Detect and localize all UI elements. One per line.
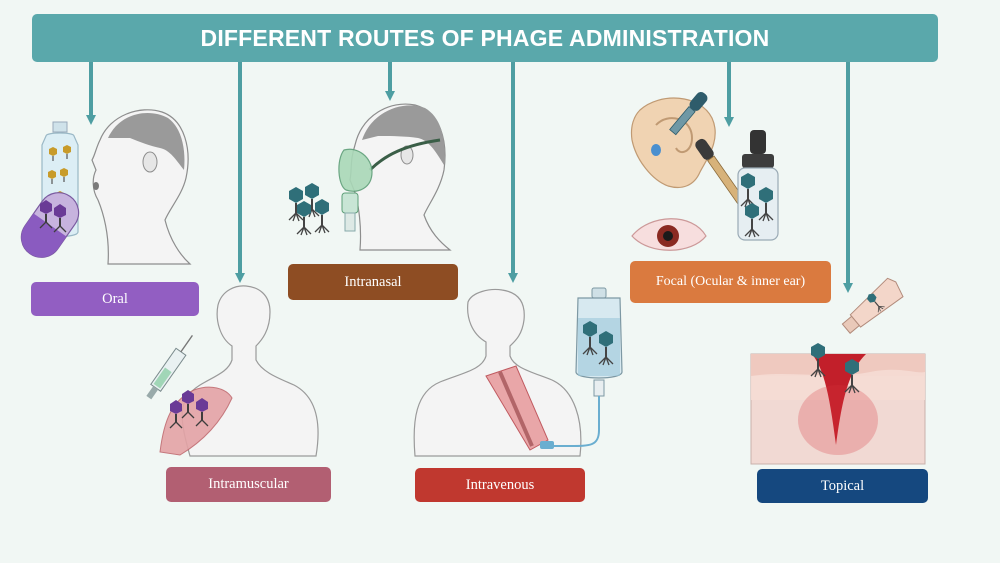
capsule-icon: [20, 192, 80, 258]
syringe-icon: [146, 334, 193, 400]
bacteriophage-icon: [288, 182, 330, 236]
diagram-title: DIFFERENT ROUTES OF PHAGE ADMINISTRATION: [32, 14, 938, 62]
intramuscular-torso-illustration: [159, 285, 319, 457]
route-label-focal: Focal (Ocular & inner ear): [630, 261, 831, 303]
iv-bag-icon: [540, 287, 623, 449]
route-label-intranasal: Intranasal: [288, 264, 458, 300]
ointment-tube-icon: [841, 277, 904, 334]
eye-icon: [631, 218, 707, 251]
route-label-oral: Oral: [31, 282, 199, 316]
route-label-topical: Topical: [757, 469, 928, 503]
oral-head-illustration: [91, 109, 192, 265]
skin-wound-icon: [750, 353, 926, 465]
dropper-bottle-icon: [737, 130, 779, 241]
route-label-intravenous: Intravenous: [415, 468, 585, 502]
route-label-intramuscular: Intramuscular: [166, 467, 331, 502]
dropper-icon: [669, 91, 708, 136]
oxygen-mask-icon: [338, 148, 373, 232]
intranasal-head-illustration: [349, 103, 452, 251]
intravenous-torso-illustration: [413, 288, 582, 457]
